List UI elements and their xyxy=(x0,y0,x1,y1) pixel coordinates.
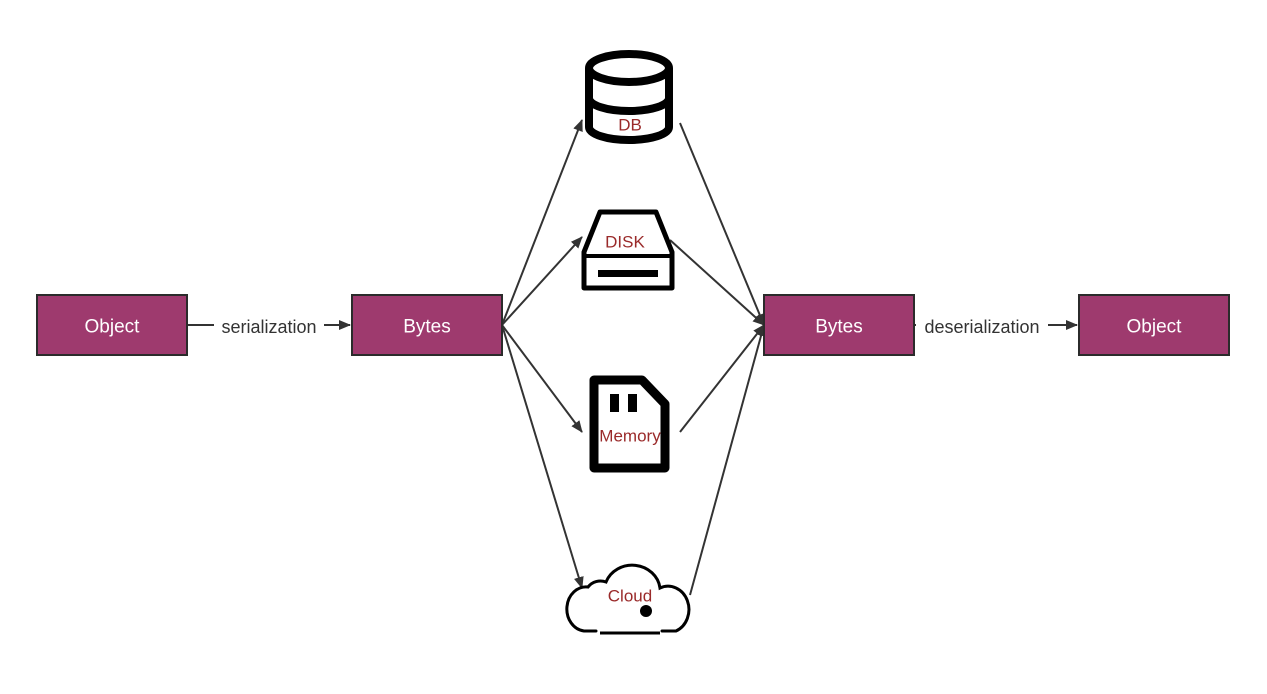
memory-contact-left xyxy=(610,394,619,412)
database-icon: DB xyxy=(585,50,673,144)
memory-card-icon: Memory xyxy=(589,375,670,473)
disk-drive-icon: DISK xyxy=(581,209,675,291)
edge-db-to-bytes xyxy=(679,122,765,326)
edge-label-bg xyxy=(214,314,324,338)
object-target-node: Object xyxy=(1078,294,1230,356)
object-source-node: Object xyxy=(36,294,188,356)
bytes-target-node: Bytes xyxy=(763,294,915,356)
cloud-dot xyxy=(640,605,652,617)
disk-label: DISK xyxy=(605,233,645,252)
bytes-source-node: Bytes xyxy=(351,294,503,356)
disk-slot xyxy=(598,270,658,277)
edge-bytes-to-cloud xyxy=(501,324,584,589)
cloud-icon: Cloud xyxy=(565,563,691,635)
edge-cloud-to-bytes xyxy=(689,324,766,596)
deserialization-label: deserialization xyxy=(924,317,1039,337)
bytes-source-label: Bytes xyxy=(403,317,451,338)
edge-bytes-to-memory xyxy=(501,324,583,433)
object-target-label: Object xyxy=(1127,317,1183,338)
memory-contact-right xyxy=(628,394,637,412)
edge-disk-to-bytes xyxy=(669,239,765,326)
serialization-label: serialization xyxy=(221,317,316,337)
edge-bytes-to-disk xyxy=(501,236,583,326)
object-source-label: Object xyxy=(85,317,141,338)
edge-label-bg xyxy=(916,314,1048,338)
edge-memory-to-bytes xyxy=(679,324,765,433)
memory-label: Memory xyxy=(599,427,661,446)
edge-bytes-to-db xyxy=(501,119,583,326)
cloud-label: Cloud xyxy=(608,587,652,606)
db-label: DB xyxy=(618,116,642,135)
bytes-target-label: Bytes xyxy=(815,317,863,338)
